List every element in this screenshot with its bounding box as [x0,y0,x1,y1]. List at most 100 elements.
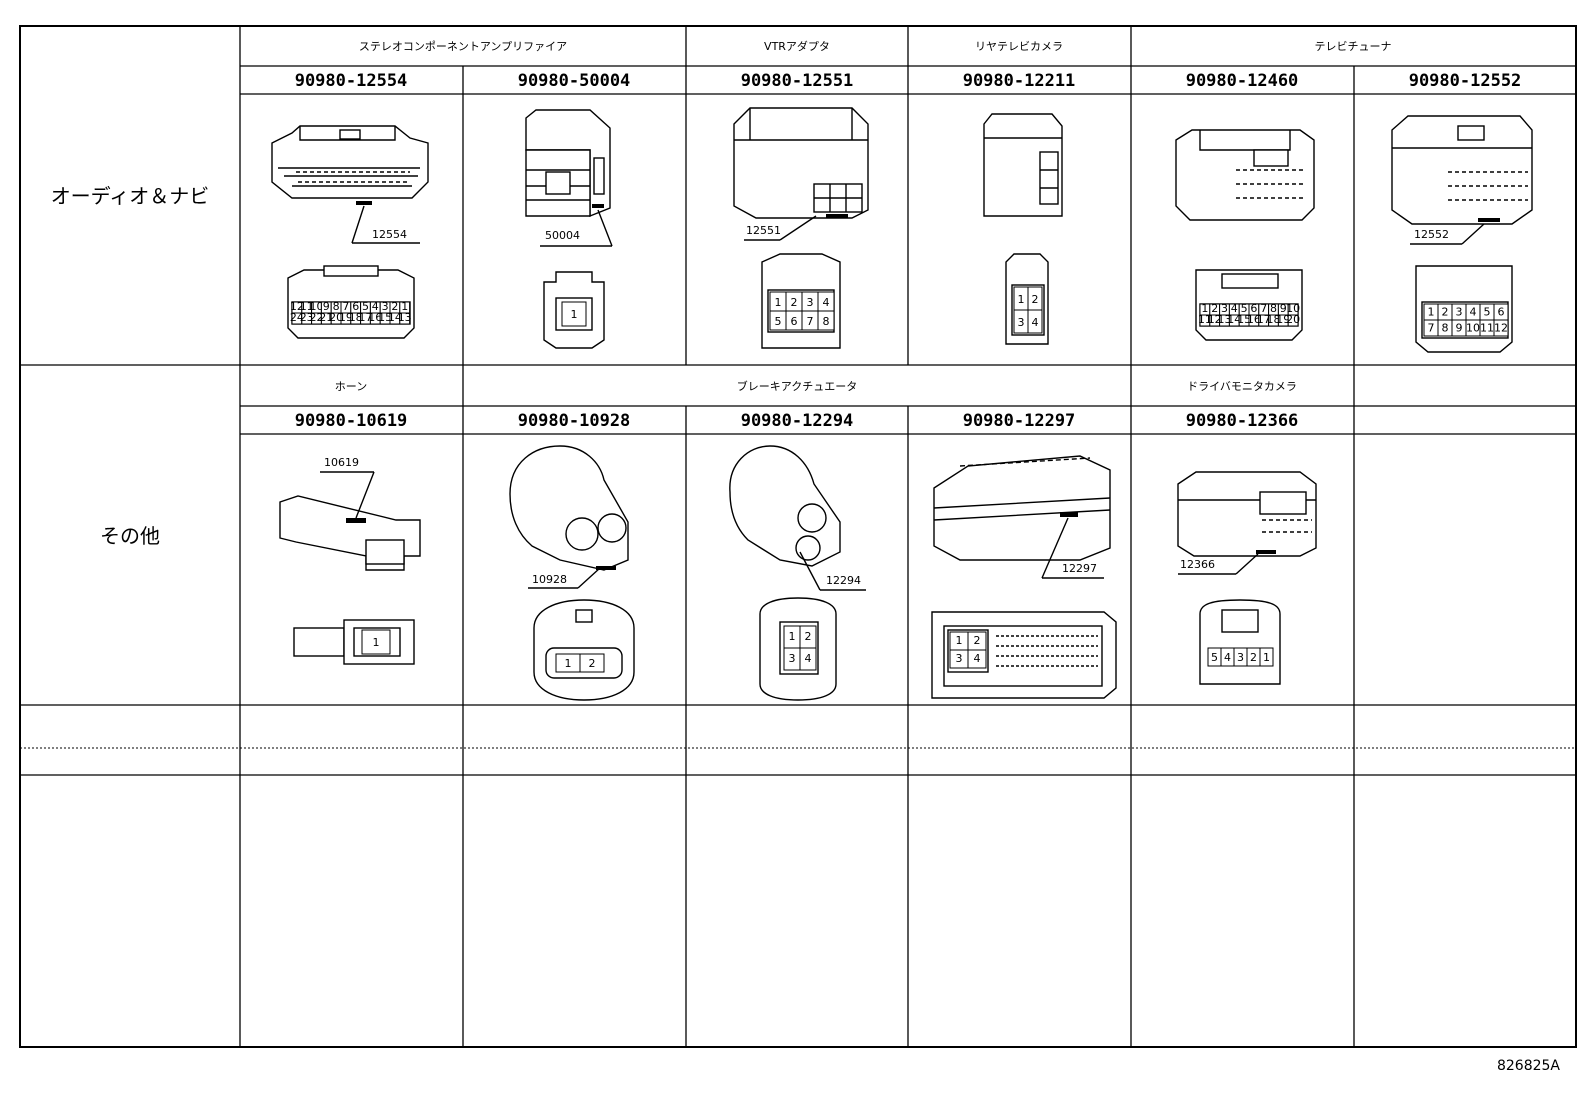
pin-number: 1 [1201,302,1208,315]
pin-number: 12 [290,300,304,313]
pin-number: 12 [1494,322,1508,335]
pin-number: 13 [398,311,412,324]
pin-cell [967,649,987,669]
part-number: 90980-12554 [295,71,408,91]
pin-number: 19 [1276,313,1290,326]
pin-number: 2 [1250,651,1257,664]
pin-number: 5 [1241,302,1248,315]
pin-number: 23 [300,311,314,324]
pin-number: 1 [956,634,963,647]
group-rear-tv-camera: リヤテレビカメラ [975,40,1063,53]
pin-number: 1 [1018,293,1025,306]
pin-number: 2 [805,630,812,643]
pin-number: 1 [789,630,796,643]
pin-number: 3 [1221,302,1228,315]
group-vtr-adapter: VTRアダプタ [764,39,830,53]
pin-number: 5 [775,315,782,328]
pin-number: 3 [1456,306,1463,319]
pin-number: 9 [323,300,330,313]
pin-number: 9 [1280,302,1287,315]
pin-cell [1027,309,1043,334]
pin-number: 2 [391,300,398,313]
pin-cell [1287,314,1299,327]
pin-number: 3 [1018,316,1025,329]
pin-number: 3 [789,652,796,665]
callout-label: 12551 [746,224,781,237]
callout-label: 12552 [1414,228,1449,241]
pin-number: 17 [1257,313,1271,326]
part-number: 90980-12297 [963,411,1076,431]
pin-number: 7 [1428,322,1435,335]
pin-cell [361,629,391,655]
pin-number: 11 [300,300,314,313]
pin-number: 7 [807,315,814,328]
group-tv-tuner: テレビチューナ [1315,40,1392,53]
pin-number: 16 [1247,313,1261,326]
group-brake-actuator: ブレーキアクチュエータ [737,379,857,393]
pin-number: 10 [1286,302,1300,315]
part-number: 90980-12366 [1186,411,1299,431]
pin-number: 24 [290,311,304,324]
pin-cell [579,653,605,673]
pin-number: 16 [368,311,382,324]
pin-number: 1 [571,308,578,321]
row-label-audio-navi: オーディオ＆ナビ [51,184,210,208]
pin-number: 14 [1227,313,1241,326]
group-stereo-amplifier: ステレオコンポーネントアンプリファイア [359,40,567,53]
pin-cell [817,310,835,331]
pin-number: 6 [791,315,798,328]
connector-50004-drawing: 50004 1 [525,109,613,349]
pin-cell [1493,319,1509,337]
pin-number: 8 [1270,302,1277,315]
table-grid [20,26,1576,1047]
pin-number: 4 [1224,651,1231,664]
pin-number: 8 [1442,322,1449,335]
pin-number: 6 [352,300,359,313]
pin-number: 20 [329,311,343,324]
pin-cell [799,647,817,671]
pin-number: 1 [1263,651,1270,664]
pin-number: 14 [388,311,402,324]
pin-number: 3 [1237,651,1244,664]
pin-number: 1 [401,300,408,313]
pin-number: 11 [1198,313,1212,326]
pin-number: 2 [791,296,798,309]
callout-label: 10928 [532,573,567,586]
pin-number: 20 [1286,313,1300,326]
part-number: 90980-12552 [1409,71,1522,91]
pin-number: 3 [807,296,814,309]
pin-number: 18 [1267,313,1281,326]
callout-label: 12297 [1062,562,1097,575]
pin-number: 8 [333,300,340,313]
pin-number: 5 [362,300,369,313]
part-number: 90980-50004 [518,71,631,91]
pin-number: 4 [974,652,981,665]
part-number: 90980-12294 [741,411,854,431]
pin-number: 9 [1456,322,1463,335]
drawing-reference-number: 826825A [1496,1058,1560,1074]
group-driver-monitor-camera: ドライバモニタカメラ [1187,380,1297,393]
pin-number: 4 [372,300,379,313]
pin-number: 2 [1211,302,1218,315]
part-number: 90980-10619 [295,411,408,431]
pin-number: 18 [349,311,363,324]
table-frame [19,25,1577,1048]
pin-number: 1 [1428,306,1435,319]
callout-label: 50004 [545,229,580,242]
pin-number: 4 [1470,306,1477,319]
connector-10619-drawing: 10619 1 [279,456,421,665]
pin-number: 7 [342,300,349,313]
pin-number: 2 [589,657,596,670]
pin-number: 5 [1211,651,1218,664]
pin-number: 7 [1260,302,1267,315]
pin-number: 5 [1484,306,1491,319]
